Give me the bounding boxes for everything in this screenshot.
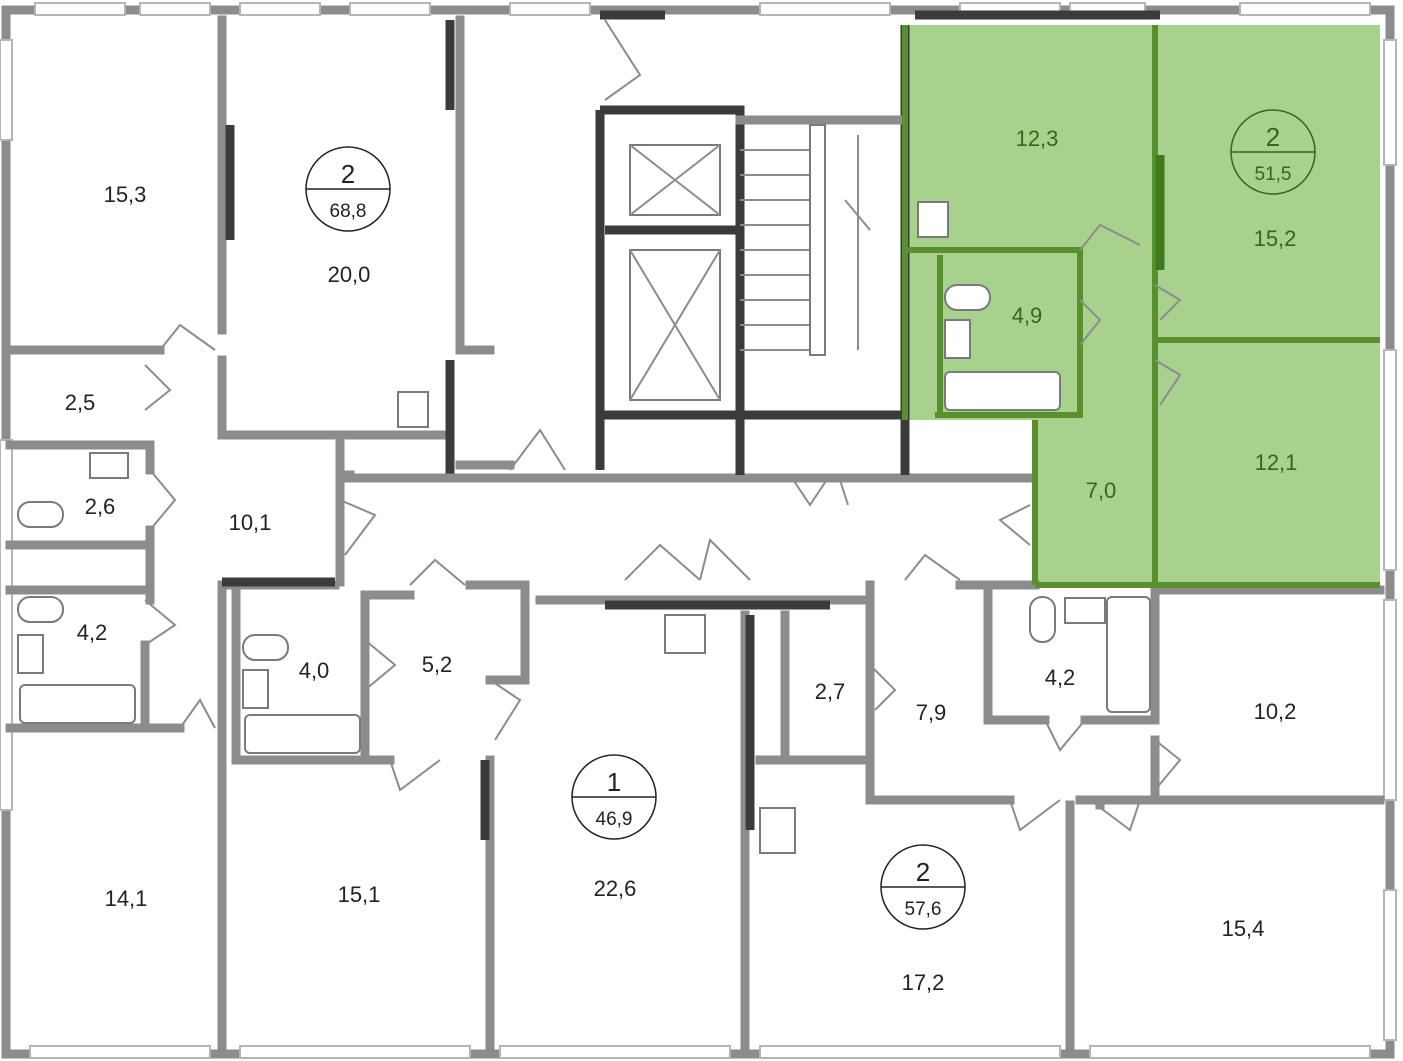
apartment-rooms: 2 [1266, 122, 1280, 152]
room-area: 2,5 [65, 390, 96, 415]
apartment-area: 57,6 [905, 899, 942, 920]
highlighted-apartment-area[interactable] [905, 25, 1380, 585]
room-area: 15,1 [338, 882, 381, 907]
room-area: 10,1 [229, 510, 272, 535]
room-area: 17,2 [902, 970, 945, 995]
room-area: 15,2 [1254, 226, 1297, 251]
apartment-area: 51,5 [1255, 164, 1292, 185]
apartment-badge[interactable]: 1 46,9 [571, 754, 657, 840]
elevator-shafts [629, 144, 721, 401]
room-area: 10,2 [1254, 699, 1297, 724]
room-area: 22,6 [594, 876, 637, 901]
apartment-badge[interactable]: 2 57,6 [880, 844, 966, 930]
room-area: 5,2 [422, 652, 453, 677]
room-area: 2,6 [85, 494, 116, 519]
room-area: 20,0 [328, 262, 371, 287]
room-labels: 15,3 20,0 2,5 2,6 10,1 4,2 12,3 15,2 4,9… [65, 126, 1298, 995]
highlighted-apartment-walls [902, 25, 1380, 588]
apartment-rooms: 2 [341, 159, 355, 189]
room-area: 12,1 [1255, 450, 1298, 475]
plumbing-fixtures [17, 201, 1151, 854]
interior-walls [5, 10, 1385, 1055]
room-area: 7,0 [1086, 478, 1117, 503]
apartment-area: 68,8 [330, 201, 367, 222]
staircase [740, 124, 871, 356]
room-area: 14,1 [105, 886, 148, 911]
apartment-area: 46,9 [596, 809, 633, 830]
room-area: 15,3 [104, 182, 147, 207]
room-area: 12,3 [1016, 126, 1059, 151]
doors [144, 19, 1182, 832]
room-area: 2,7 [815, 679, 846, 704]
room-area: 7,9 [916, 700, 947, 725]
apartment-badge-highlighted[interactable]: 2 51,5 [1230, 109, 1316, 195]
room-area: 4,2 [1045, 665, 1076, 690]
room-area: 4,2 [77, 620, 108, 645]
room-area: 15,4 [1222, 916, 1265, 941]
apartment-rooms: 1 [607, 767, 621, 797]
apartment-rooms: 2 [916, 857, 930, 887]
room-area: 4,0 [299, 658, 330, 683]
apartment-badge[interactable]: 2 68,8 [305, 146, 391, 232]
room-area: 4,9 [1012, 303, 1043, 328]
